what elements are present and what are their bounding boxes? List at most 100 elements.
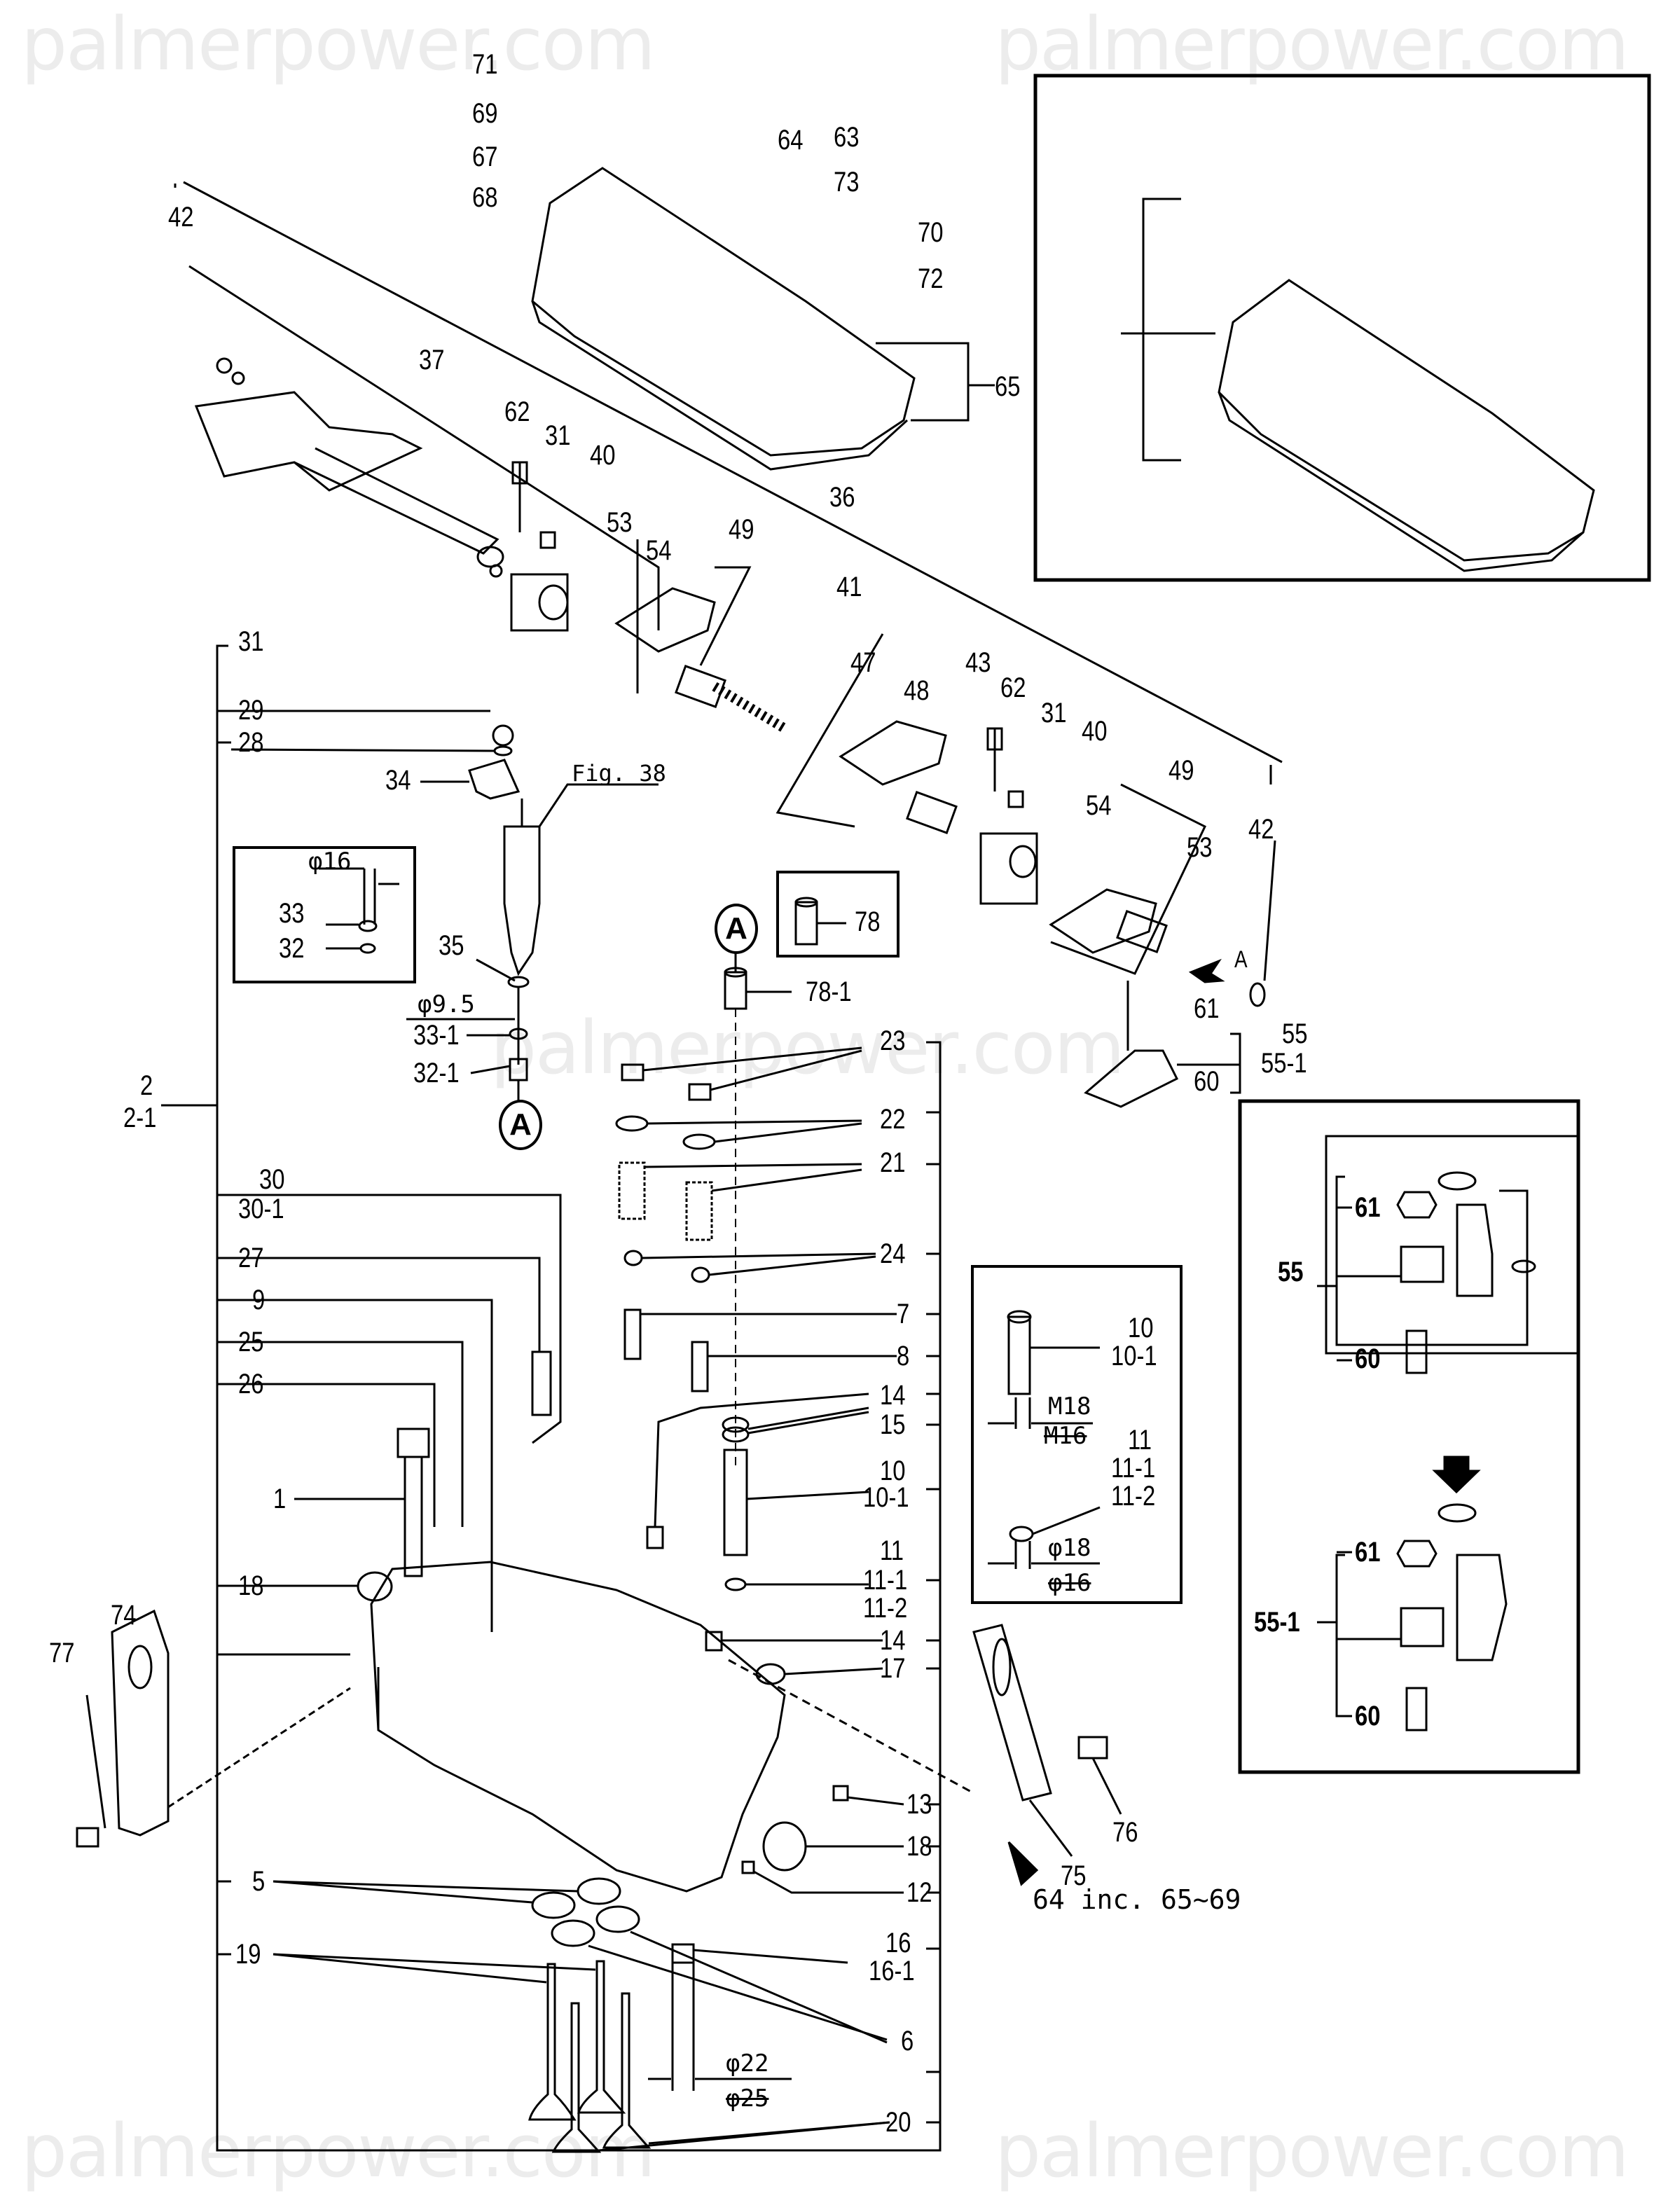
callout-32[interactable]: 32 bbox=[279, 933, 305, 964]
callout-14-top[interactable]: 14 bbox=[880, 1380, 906, 1411]
callout-33-1[interactable]: 33-1 bbox=[413, 1020, 460, 1051]
callout-31-bracket[interactable]: 31 bbox=[238, 626, 264, 657]
callout-20[interactable]: 20 bbox=[885, 2107, 911, 2138]
callout-31-left[interactable]: 31 bbox=[545, 420, 571, 451]
callout-49-left[interactable]: 49 bbox=[729, 514, 754, 545]
inset-callout-10-1[interactable]: 10-1 bbox=[1111, 1341, 1157, 1371]
callout-9[interactable]: 9 bbox=[252, 1285, 266, 1315]
callout-68[interactable]: 68 bbox=[472, 182, 498, 213]
inset-callout-11[interactable]: 11 bbox=[1128, 1425, 1152, 1456]
callout-54-left[interactable]: 54 bbox=[646, 535, 672, 566]
callout-6[interactable]: 6 bbox=[901, 2026, 914, 2057]
callout-53-left[interactable]: 53 bbox=[607, 507, 633, 538]
callout-77[interactable]: 77 bbox=[49, 1638, 75, 1668]
callout-13[interactable]: 13 bbox=[907, 1789, 932, 1820]
callout-55[interactable]: 55 bbox=[1282, 1018, 1308, 1049]
callout-60[interactable]: 60 bbox=[1194, 1066, 1220, 1097]
inset-callout-11-2[interactable]: 11-2 bbox=[1111, 1481, 1156, 1512]
callout-47[interactable]: 47 bbox=[850, 647, 876, 678]
callout-8[interactable]: 8 bbox=[897, 1341, 910, 1371]
callout-61[interactable]: 61 bbox=[1194, 993, 1220, 1024]
callout-30[interactable]: 30 bbox=[259, 1164, 285, 1195]
callout-72[interactable]: 72 bbox=[918, 263, 944, 294]
callout-10[interactable]: 10 bbox=[880, 1456, 906, 1486]
callout-36[interactable]: 36 bbox=[829, 482, 855, 513]
callout-24[interactable]: 24 bbox=[880, 1238, 906, 1269]
callout-28[interactable]: 28 bbox=[238, 727, 264, 758]
callout-5[interactable]: 5 bbox=[252, 1866, 266, 1897]
callout-18-right[interactable]: 18 bbox=[907, 1831, 932, 1862]
callout-53-right[interactable]: 53 bbox=[1187, 832, 1213, 863]
callout-33[interactable]: 33 bbox=[279, 898, 305, 929]
callout-34[interactable]: 34 bbox=[385, 765, 411, 796]
inset-callout-60-bottom[interactable]: 60 bbox=[1355, 1701, 1381, 1731]
callout-40-right[interactable]: 40 bbox=[1082, 716, 1108, 747]
callout-30-1[interactable]: 30-1 bbox=[238, 1194, 284, 1224]
callout-11-1[interactable]: 11-1 bbox=[863, 1565, 908, 1596]
callout-10-1[interactable]: 10-1 bbox=[863, 1482, 909, 1513]
callout-49-right[interactable]: 49 bbox=[1169, 755, 1194, 786]
callout-21[interactable]: 21 bbox=[880, 1147, 906, 1178]
callout-18-left[interactable]: 18 bbox=[238, 1570, 264, 1601]
callout-78[interactable]: 78 bbox=[855, 906, 881, 937]
callout-14-bottom[interactable]: 14 bbox=[880, 1625, 906, 1656]
dim-phi16-old: φ16 bbox=[1048, 1569, 1091, 1597]
callout-25[interactable]: 25 bbox=[238, 1327, 264, 1357]
callout-7[interactable]: 7 bbox=[897, 1299, 910, 1329]
callout-63[interactable]: 63 bbox=[834, 122, 860, 153]
callout-55-1[interactable]: 55-1 bbox=[1261, 1048, 1307, 1079]
callout-40-left[interactable]: 40 bbox=[590, 440, 616, 471]
callout-31-right[interactable]: 31 bbox=[1041, 698, 1067, 728]
inset-callout-55-1[interactable]: 55-1 bbox=[1254, 1607, 1300, 1638]
callout-35[interactable]: 35 bbox=[439, 930, 464, 961]
callout-11-2[interactable]: 11-2 bbox=[863, 1593, 908, 1624]
callout-27[interactable]: 27 bbox=[238, 1243, 264, 1273]
callout-26[interactable]: 26 bbox=[238, 1369, 264, 1399]
callout-48[interactable]: 48 bbox=[904, 675, 930, 706]
callout-41[interactable]: 41 bbox=[836, 572, 862, 602]
callout-43[interactable]: 43 bbox=[965, 647, 991, 678]
inset-callout-55[interactable]: 55 bbox=[1278, 1257, 1304, 1287]
callout-37[interactable]: 37 bbox=[419, 345, 445, 375]
callout-73[interactable]: 73 bbox=[834, 167, 860, 198]
callout-69[interactable]: 69 bbox=[472, 98, 498, 129]
callout-16[interactable]: 16 bbox=[885, 1928, 911, 1958]
callout-23[interactable]: 23 bbox=[880, 1025, 906, 1056]
callout-19[interactable]: 19 bbox=[235, 1939, 261, 1970]
callout-22[interactable]: 22 bbox=[880, 1104, 906, 1135]
view-arrow-label: A bbox=[1234, 946, 1248, 973]
callout-62-right[interactable]: 62 bbox=[1000, 672, 1026, 703]
callout-42-right[interactable]: 42 bbox=[1248, 814, 1274, 845]
callout-74[interactable]: 74 bbox=[111, 1600, 137, 1631]
ref-circle-a-top: A bbox=[715, 904, 758, 954]
callout-29[interactable]: 29 bbox=[238, 695, 264, 726]
callout-12[interactable]: 12 bbox=[907, 1877, 932, 1908]
inset-callout-61-top[interactable]: 61 bbox=[1355, 1192, 1381, 1223]
inset-callout-61-bottom[interactable]: 61 bbox=[1355, 1537, 1381, 1568]
fig-38-ref[interactable]: Fig. 38 bbox=[572, 760, 666, 787]
inset-callout-10[interactable]: 10 bbox=[1128, 1313, 1154, 1343]
inset-box-rocker bbox=[1238, 1099, 1580, 1774]
callout-75[interactable]: 75 bbox=[1061, 1860, 1087, 1891]
inset-callout-60-top[interactable]: 60 bbox=[1355, 1343, 1381, 1374]
callout-2[interactable]: 2 bbox=[140, 1070, 153, 1101]
callout-67[interactable]: 67 bbox=[472, 141, 498, 172]
callout-16-1[interactable]: 16-1 bbox=[869, 1956, 915, 1986]
callout-62-left[interactable]: 62 bbox=[504, 396, 530, 427]
callout-71[interactable]: 71 bbox=[472, 49, 498, 80]
callout-2-1[interactable]: 2-1 bbox=[123, 1102, 157, 1133]
callout-11[interactable]: 11 bbox=[880, 1535, 904, 1566]
callout-78-1[interactable]: 78-1 bbox=[806, 976, 852, 1007]
callout-15[interactable]: 15 bbox=[880, 1409, 906, 1440]
watermark-center: palmerpower.com bbox=[490, 1005, 1125, 1091]
callout-70[interactable]: 70 bbox=[918, 217, 944, 248]
callout-17[interactable]: 17 bbox=[880, 1653, 906, 1684]
callout-76[interactable]: 76 bbox=[1112, 1817, 1138, 1848]
inset-callout-11-1[interactable]: 11-1 bbox=[1111, 1453, 1156, 1484]
callout-42-left[interactable]: 42 bbox=[168, 202, 194, 233]
callout-64[interactable]: 64 bbox=[778, 125, 804, 155]
callout-1[interactable]: 1 bbox=[273, 1484, 287, 1514]
callout-32-1[interactable]: 32-1 bbox=[413, 1058, 460, 1088]
callout-54-right[interactable]: 54 bbox=[1086, 790, 1112, 821]
callout-65[interactable]: 65 bbox=[995, 371, 1021, 402]
